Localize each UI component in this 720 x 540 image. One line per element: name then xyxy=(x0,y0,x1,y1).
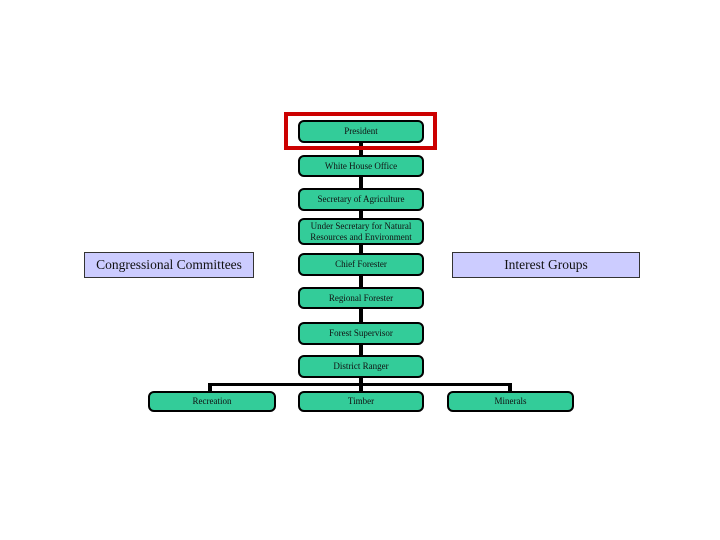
connector-line xyxy=(359,274,363,288)
connector-line xyxy=(359,141,363,156)
org-node-white-house-office[interactable]: White House Office xyxy=(298,155,424,177)
org-node-chief-forester[interactable]: Chief Forester xyxy=(298,253,424,276)
org-node-forest-supervisor[interactable]: Forest Supervisor xyxy=(298,322,424,345)
org-node-under-secretary-natural-resources[interactable]: Under Secretary for Natural Resources an… xyxy=(298,218,424,245)
org-node-president[interactable]: President xyxy=(298,120,424,143)
org-node-minerals[interactable]: Minerals xyxy=(447,391,574,412)
connector-line xyxy=(208,383,212,392)
org-node-regional-forester[interactable]: Regional Forester xyxy=(298,287,424,309)
connector-line xyxy=(359,307,363,323)
connector-line xyxy=(359,176,363,189)
org-node-secretary-of-agriculture[interactable]: Secretary of Agriculture xyxy=(298,188,424,211)
connector-line xyxy=(359,243,363,254)
side-box-congressional-committees[interactable]: Congressional Committees xyxy=(84,252,254,278)
connector-line xyxy=(359,343,363,356)
connector-line xyxy=(208,383,512,386)
org-node-district-ranger[interactable]: District Ranger xyxy=(298,355,424,378)
org-node-timber[interactable]: Timber xyxy=(298,391,424,412)
side-box-interest-groups[interactable]: Interest Groups xyxy=(452,252,640,278)
connector-line xyxy=(508,383,512,392)
connector-line xyxy=(359,209,363,219)
org-node-recreation[interactable]: Recreation xyxy=(148,391,276,412)
